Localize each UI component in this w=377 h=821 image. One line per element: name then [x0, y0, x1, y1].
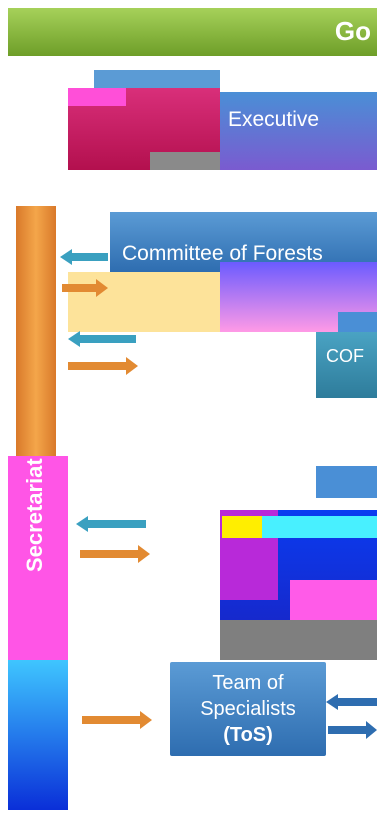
- arrow-mid-right: [80, 545, 150, 563]
- arrow-committee-left: [60, 249, 108, 265]
- tos-line-1: Team of: [212, 672, 284, 694]
- arrow-cofo-left: [68, 331, 136, 347]
- executive-box: Executive: [220, 92, 377, 170]
- executive-label: Executive: [228, 108, 320, 131]
- corrupted-block-gray: [150, 152, 220, 170]
- corrupted-yellow-strip: [222, 516, 262, 538]
- cofo-box: COF: [316, 332, 377, 398]
- arrow-cofo-right: [68, 357, 138, 375]
- arrow-tos-out-right: [328, 721, 377, 739]
- arrow-tos-in-left: [326, 694, 377, 710]
- cofo-label: COF: [326, 346, 364, 366]
- secretariat-bar: [16, 206, 56, 456]
- secretariat-bar-corrupted: [8, 456, 68, 660]
- lower-box-tab: [316, 466, 377, 498]
- header-title: Go: [334, 16, 371, 46]
- corrupted-cyan-strip: [262, 516, 377, 538]
- corrupted-yellow-block: [68, 272, 220, 332]
- arrow-tos-right: [82, 711, 152, 729]
- arrow-mid-left: [76, 516, 146, 532]
- tos-line-2: Specialists: [200, 698, 296, 720]
- tos-line-3: (ToS): [223, 724, 273, 746]
- secretariat-bar-corrupted-lower: [8, 660, 68, 810]
- corrupted-block-accent: [68, 88, 126, 106]
- cofo-tab-shape: [338, 312, 377, 332]
- arrow-committee-right: [62, 279, 108, 297]
- executive-tab-shape: [94, 70, 220, 88]
- team-of-specialists-box: Team of Specialists (ToS): [170, 662, 326, 756]
- governance-header-bar: Go: [8, 8, 377, 56]
- corrupted-gray-strip: [220, 620, 377, 660]
- corrupted-pink-area: [290, 580, 377, 620]
- committee-label: Committee of Forests: [122, 242, 323, 265]
